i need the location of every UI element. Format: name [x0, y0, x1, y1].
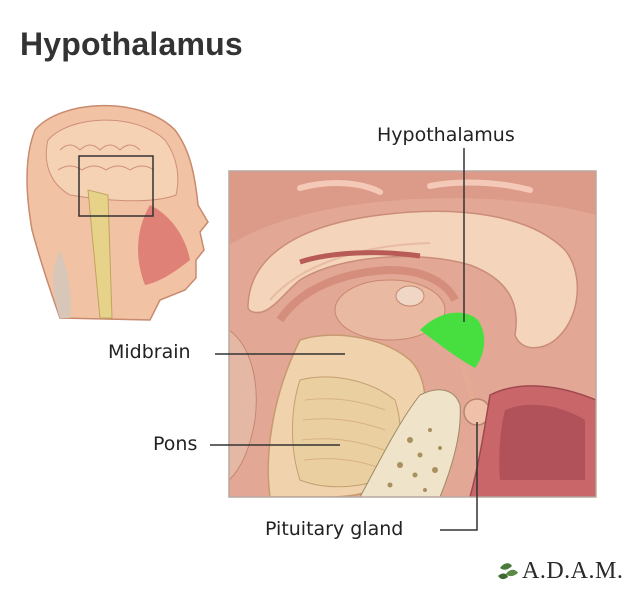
- adam-logo: A.D.A.M.: [498, 558, 623, 585]
- head-thumbnail: [26, 104, 209, 321]
- label-hypothalamus: Hypothalamus: [377, 124, 515, 146]
- leader-lines: [210, 148, 478, 531]
- adam-leaf-icon: [498, 563, 518, 580]
- brain-cross-section: [229, 171, 596, 497]
- label-pons: Pons: [153, 433, 198, 455]
- page-title: Hypothalamus: [20, 26, 243, 62]
- label-pituitary-gland: Pituitary gland: [265, 518, 404, 540]
- label-midbrain: Midbrain: [108, 341, 191, 363]
- adam-logo-text: A.D.A.M.: [522, 558, 624, 584]
